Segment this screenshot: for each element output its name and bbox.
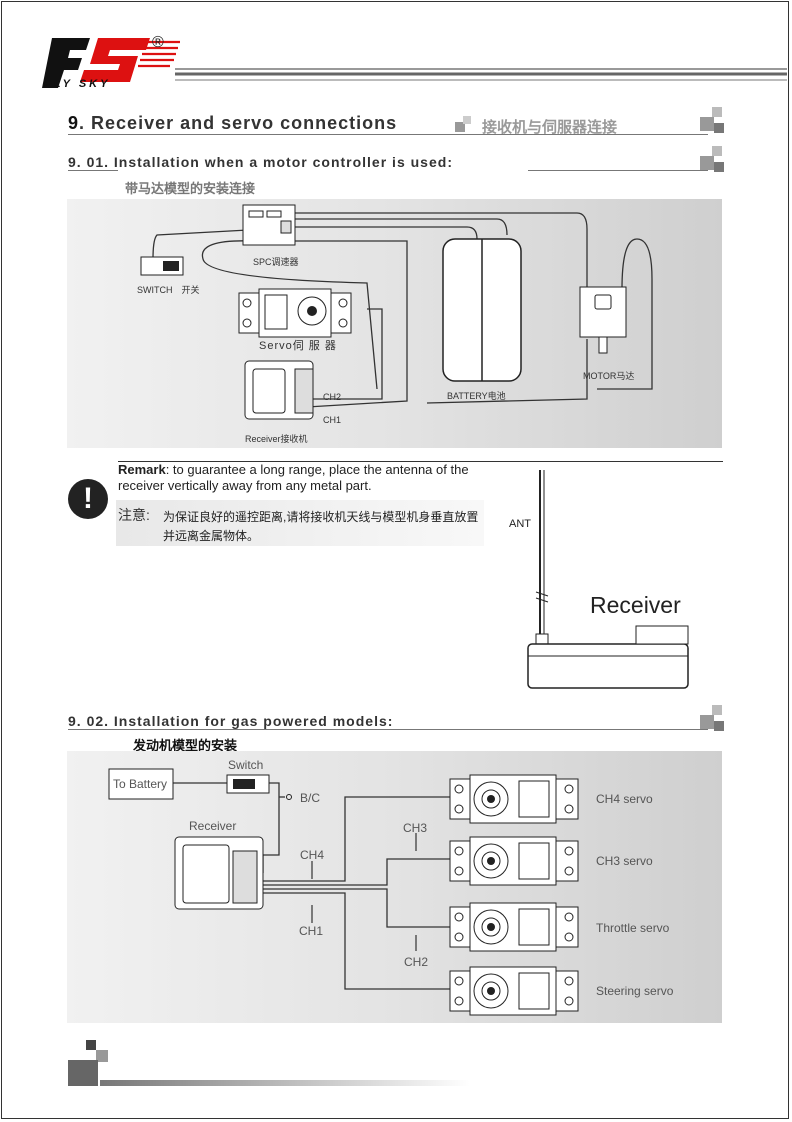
receiver-label: Receiver接收机 [245, 434, 308, 444]
gas-model-diagram: To Battery Switch B/C Receiver CH3 CH4 C… [67, 751, 722, 1023]
subsection-1-title: 9. 01. Installation when a motor control… [68, 154, 453, 170]
remark-cn-text: 为保证良好的遥控距离,请将接收机天线与模型机身垂直放置并远离金属物体。 [163, 510, 479, 543]
ch4-servo-label: CH4 servo [596, 792, 653, 806]
bc-label: B/C [300, 791, 321, 805]
exclamation-icon: ! [68, 479, 108, 519]
servo-3 [449, 902, 579, 952]
wiring-diagram [140, 204, 653, 420]
servo-label: Servo伺 服 器 [259, 340, 337, 352]
steering-servo-label: Steering servo [596, 984, 674, 998]
section-title: 9. Receiver and servo connections [68, 113, 398, 133]
servo-4 [449, 966, 579, 1016]
servo-2 [449, 836, 579, 886]
switch-label: SWITCH 开关 [137, 285, 200, 295]
ch2-label-2: CH2 [404, 955, 429, 969]
servo-1 [449, 774, 579, 824]
registered-mark: ® [152, 34, 164, 51]
subsection-2-rule [68, 729, 708, 730]
motor-controller-diagram: SPC调速器 SWITCH 开关 Servo伺 服 器 BATTERY电池 MO… [67, 199, 722, 448]
square-deco-icon [700, 705, 724, 731]
square-deco-icon [455, 116, 471, 132]
motor-label: MOTOR马达 [583, 371, 635, 381]
ch1-label-2: CH1 [299, 924, 324, 938]
ch2-label: CH2 [323, 392, 342, 402]
receiver-label-2: Receiver [189, 819, 237, 833]
subsection-2-title: 9. 02. Installation for gas powered mode… [68, 713, 394, 729]
ch1-label: CH1 [323, 415, 342, 425]
ch4-label: CH4 [300, 848, 325, 862]
servo-drawings [449, 774, 579, 1016]
spc-label: SPC调速器 [253, 257, 299, 267]
remark-rule [118, 461, 723, 462]
flysky-logo [42, 38, 180, 88]
square-deco-icon [700, 107, 724, 133]
subsection-1-underline [68, 170, 118, 171]
battery-label: BATTERY电池 [447, 391, 506, 401]
throttle-servo-label: Throttle servo [596, 921, 670, 935]
remark-cn-label: 注意: [118, 507, 150, 523]
subsection-1-title-cn: 带马达模型的安装连接 [125, 181, 256, 196]
receiver-figure-label: Receiver [590, 592, 681, 618]
brand-name: FLY SKY [44, 78, 111, 90]
wiring-diagram-2 [108, 768, 452, 990]
receiver-antenna-figure [527, 470, 689, 689]
remark-text: Remark: to guarantee a long range, place… [118, 462, 469, 493]
ant-label: ANT [509, 518, 531, 530]
square-deco-icon [68, 1040, 108, 1086]
header-rule [175, 68, 787, 81]
ch3-label: CH3 [403, 821, 428, 835]
remark-cn-box: 注意: 为保证良好的遥控距离,请将接收机天线与模型机身垂直放置并远离金属物体。 [116, 500, 484, 546]
switch-label-2: Switch [228, 758, 264, 772]
subsection-1-rule [528, 170, 708, 171]
section-rule [68, 134, 708, 135]
ch3-servo-label: CH3 servo [596, 854, 653, 868]
to-battery-label: To Battery [113, 777, 168, 791]
footer-rule [100, 1080, 470, 1086]
section-title-cn: 接收机与伺服器连接 [482, 119, 618, 136]
subsection-2-title-cn: 发动机模型的安装 [133, 738, 238, 753]
square-deco-icon [700, 146, 724, 172]
